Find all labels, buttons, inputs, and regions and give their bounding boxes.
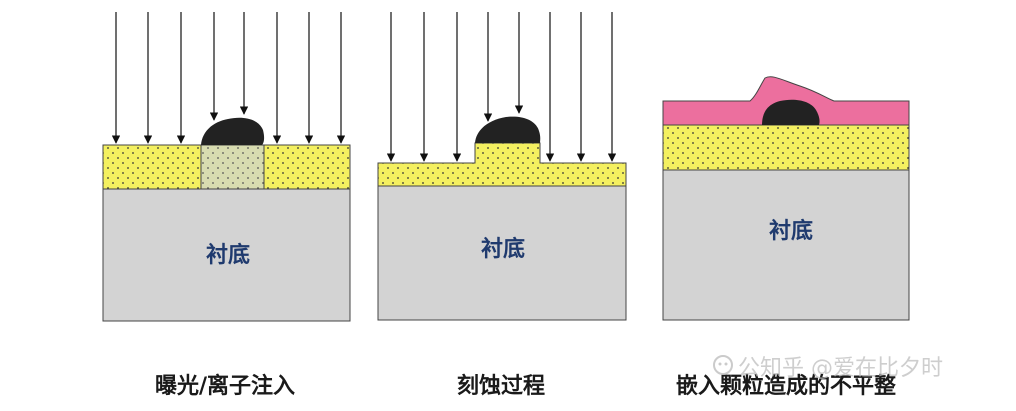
caption-embedded-particle: 嵌入颗粒造成的不平整 <box>675 374 897 399</box>
substrate-label: 衬底 <box>769 218 813 244</box>
panel-exposure: 衬底 <box>102 12 351 322</box>
watermark-logo-icon <box>713 355 733 375</box>
particle <box>201 117 265 145</box>
substrate-block <box>102 188 351 322</box>
particle <box>762 99 820 125</box>
etched-layer <box>377 142 627 187</box>
caption-etching: 刻蚀过程 <box>456 374 546 399</box>
watermark: 公知乎 @爱在比夕时 <box>738 356 943 381</box>
caption-exposure: 曝光/离子注入 <box>154 374 296 399</box>
panel-etching: 衬底 <box>377 12 627 321</box>
substrate-block <box>662 169 910 321</box>
exposure-arrows <box>111 12 346 144</box>
etch-arrows <box>386 12 617 162</box>
panel-embedded-particle: 衬底 <box>662 76 910 321</box>
substrate-block <box>377 185 627 321</box>
substrate-label: 衬底 <box>481 236 525 262</box>
implanted-region <box>200 144 265 190</box>
substrate-label: 衬底 <box>206 242 250 268</box>
film-layer <box>662 124 910 171</box>
particle <box>475 116 541 143</box>
